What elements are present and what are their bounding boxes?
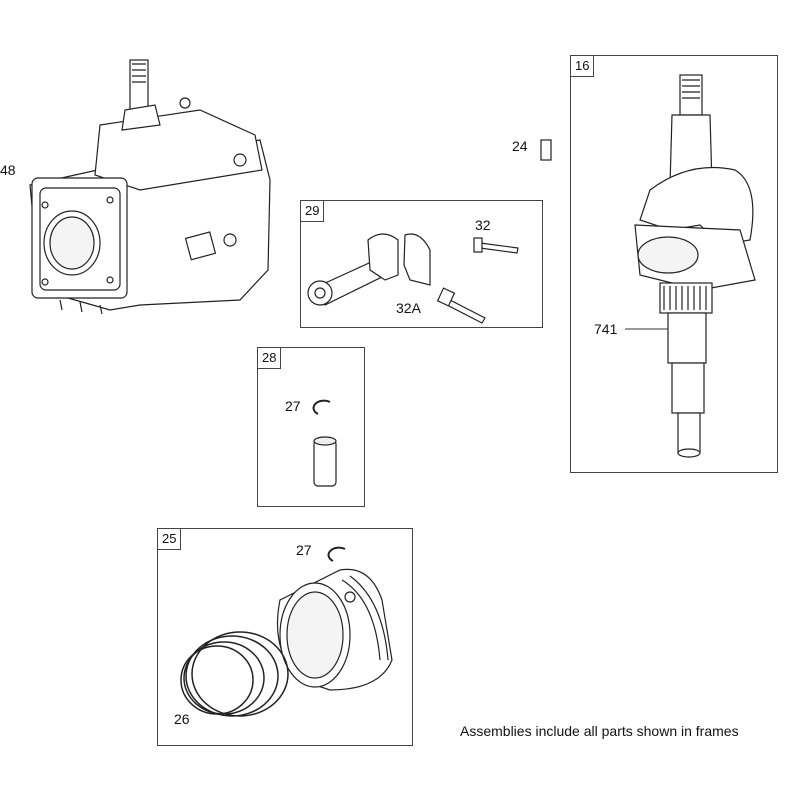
frame-25: 25 (157, 528, 413, 746)
piston-drawing (276, 568, 393, 691)
rod-bolt-32a-drawing (436, 287, 486, 324)
rod-bolt-32-drawing (473, 237, 519, 254)
frame-25-label: 25 (158, 529, 182, 550)
assemblies-note: Assemblies include all parts shown in fr… (460, 723, 739, 739)
frame-29-label: 29 (301, 201, 325, 222)
callout-32: 32 (475, 217, 491, 233)
frame-28: 28 (257, 347, 365, 507)
frame-16: 16 (570, 55, 778, 473)
retainer-27b-drawing (327, 546, 346, 562)
frame-29: 29 (300, 200, 543, 328)
crankshaft-drawing (634, 74, 756, 458)
callout-48: 48 (0, 162, 16, 178)
callout-741: 741 (594, 321, 618, 337)
callout-26: 26 (174, 711, 190, 727)
connecting-rod-drawing (307, 233, 431, 306)
frame-28-label: 28 (258, 348, 282, 369)
retainer-27-drawing (312, 399, 331, 415)
callout-32a: 32A (396, 300, 421, 316)
cylinder-block-drawing (29, 59, 271, 315)
frame-16-label: 16 (571, 56, 595, 77)
key-drawing (540, 139, 552, 161)
wrist-pin-drawing (313, 436, 337, 487)
callout-24: 24 (512, 138, 528, 154)
piston-rings-drawing (180, 631, 289, 717)
callout-27-a: 27 (285, 398, 301, 414)
callout-27-b: 27 (296, 542, 312, 558)
